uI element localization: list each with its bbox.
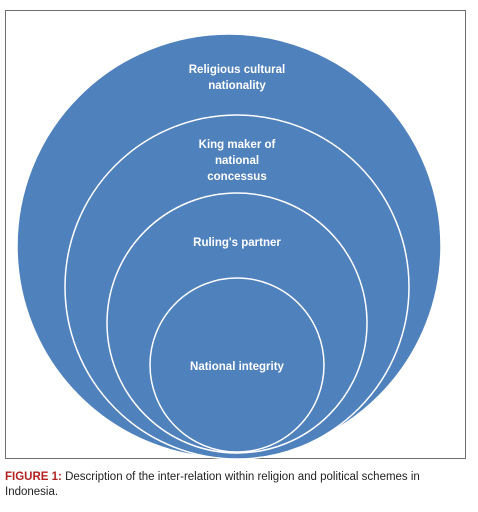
figure-caption: FIGURE 1: Description of the inter-relat… — [5, 470, 473, 500]
figure-number: FIGURE 1: — [5, 471, 62, 483]
label-religious-cultural-nationality: Religious cultural nationality — [188, 64, 286, 92]
label-rulings-partner: Ruling's partner — [193, 237, 281, 249]
label-king-maker: King maker of national concessus — [198, 139, 276, 183]
label-national-integrity: National integrity — [190, 361, 284, 373]
inner-circle-national-integrity — [149, 277, 325, 453]
caption-text: Description of the inter-relation within… — [5, 471, 420, 498]
